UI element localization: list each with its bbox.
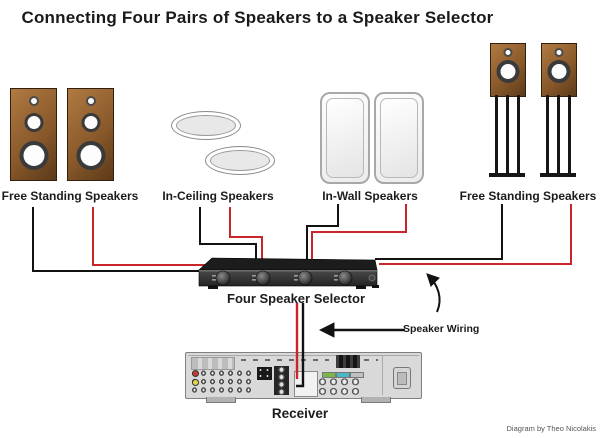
receiver-digital-block — [336, 355, 360, 368]
stand-leg — [567, 95, 571, 174]
bookshelf-speaker — [490, 43, 526, 97]
stand-leg — [545, 95, 549, 174]
stand-base — [540, 173, 576, 177]
ceiling-speaker-grille — [210, 150, 270, 171]
woofer-driver — [76, 141, 105, 170]
selector-knob-4[interactable] — [337, 270, 353, 286]
receiver-foot — [206, 397, 236, 403]
wire-black-in-wall — [306, 204, 339, 260]
page-title: Connecting Four Pairs of Speakers to a S… — [21, 8, 494, 27]
receiver-ac-socket — [397, 372, 407, 385]
receiver-jack-labels — [364, 359, 378, 361]
woofer-driver — [496, 60, 520, 83]
receiver-video-block — [257, 367, 272, 380]
stand-leg — [505, 95, 509, 174]
tweeter-driver — [28, 96, 39, 106]
tower-speaker — [67, 88, 114, 181]
label-free-standing-left: Free Standing Speakers — [1, 189, 139, 203]
label-free-standing-right: Free Standing Speakers — [459, 189, 597, 203]
wire-red-left-towers — [92, 207, 208, 266]
rca-jack-red — [192, 370, 199, 377]
bookshelf-speaker-on-stand — [540, 43, 577, 178]
label-speaker-wiring: Speaker Wiring — [403, 323, 480, 335]
ceiling-speaker — [171, 111, 241, 140]
receiver-ac-inlet — [393, 367, 411, 389]
receiver-binding-posts — [317, 377, 362, 396]
stand-leg — [494, 95, 498, 174]
receiver-speaker-terminal-block — [294, 371, 318, 397]
tweeter-driver — [554, 48, 564, 57]
selector-foot — [356, 286, 366, 289]
tweeter-driver — [503, 48, 513, 57]
wire-black-left-towers — [32, 207, 206, 272]
credit-text: Diagram by Theo Nicolakis — [506, 424, 596, 433]
selector-knob-2[interactable] — [255, 270, 271, 286]
bookshelf-speaker — [541, 43, 577, 97]
wire-black-right-towers — [375, 204, 503, 260]
in-wall-speaker — [320, 92, 370, 184]
speaker-group-free-standing-left — [10, 88, 114, 181]
selector-power-button[interactable] — [368, 274, 376, 282]
wire-red-in-ceiling — [229, 207, 263, 259]
speaker-group-free-standing-right — [489, 43, 577, 183]
selector-knob-1[interactable] — [215, 270, 231, 286]
in-wall-speaker-grille — [326, 98, 364, 178]
in-wall-speaker — [374, 92, 424, 184]
stand-leg — [516, 95, 520, 174]
label-in-ceiling: In-Ceiling Speakers — [162, 189, 274, 203]
bookshelf-speaker-on-stand — [489, 43, 526, 178]
speaker-selector-device — [198, 257, 379, 289]
ceiling-speaker — [205, 146, 275, 175]
ceiling-speaker-grille — [176, 115, 236, 136]
selector-foot — [208, 286, 218, 289]
tweeter-driver — [85, 96, 96, 106]
label-in-wall: In-Wall Speakers — [322, 189, 418, 203]
rca-jack-yellow — [192, 379, 199, 386]
tower-speaker — [10, 88, 57, 181]
selector-panel-highlight — [199, 270, 377, 272]
receiver-rca-jack-field — [190, 369, 255, 394]
mid-driver — [81, 113, 100, 132]
receiver-section-divider — [382, 356, 383, 395]
receiver-foot — [361, 397, 391, 403]
mid-driver — [24, 113, 43, 132]
wire-black-in-ceiling — [199, 207, 257, 260]
wire-red-right-towers — [379, 204, 572, 265]
woofer-driver — [547, 60, 571, 83]
receiver-top-seam — [188, 355, 419, 356]
in-wall-speaker-grille — [380, 98, 418, 178]
selector-top-panel — [198, 257, 378, 271]
selector-knob-3[interactable] — [297, 270, 313, 286]
receiver-device — [185, 352, 422, 403]
selector-foot — [372, 285, 379, 288]
stand-leg — [556, 95, 560, 174]
speaker-group-in-wall — [320, 92, 424, 184]
label-speaker-selector: Four Speaker Selector — [227, 291, 365, 306]
stand-base — [489, 173, 525, 177]
label-receiver: Receiver — [271, 406, 329, 421]
receiver-jack-labels — [241, 359, 329, 361]
woofer-driver — [19, 141, 48, 170]
speaker-group-in-ceiling — [171, 111, 275, 175]
receiver-post-strip — [274, 366, 289, 395]
selector-switches[interactable] — [212, 275, 341, 281]
wire-red-in-wall — [311, 204, 407, 260]
